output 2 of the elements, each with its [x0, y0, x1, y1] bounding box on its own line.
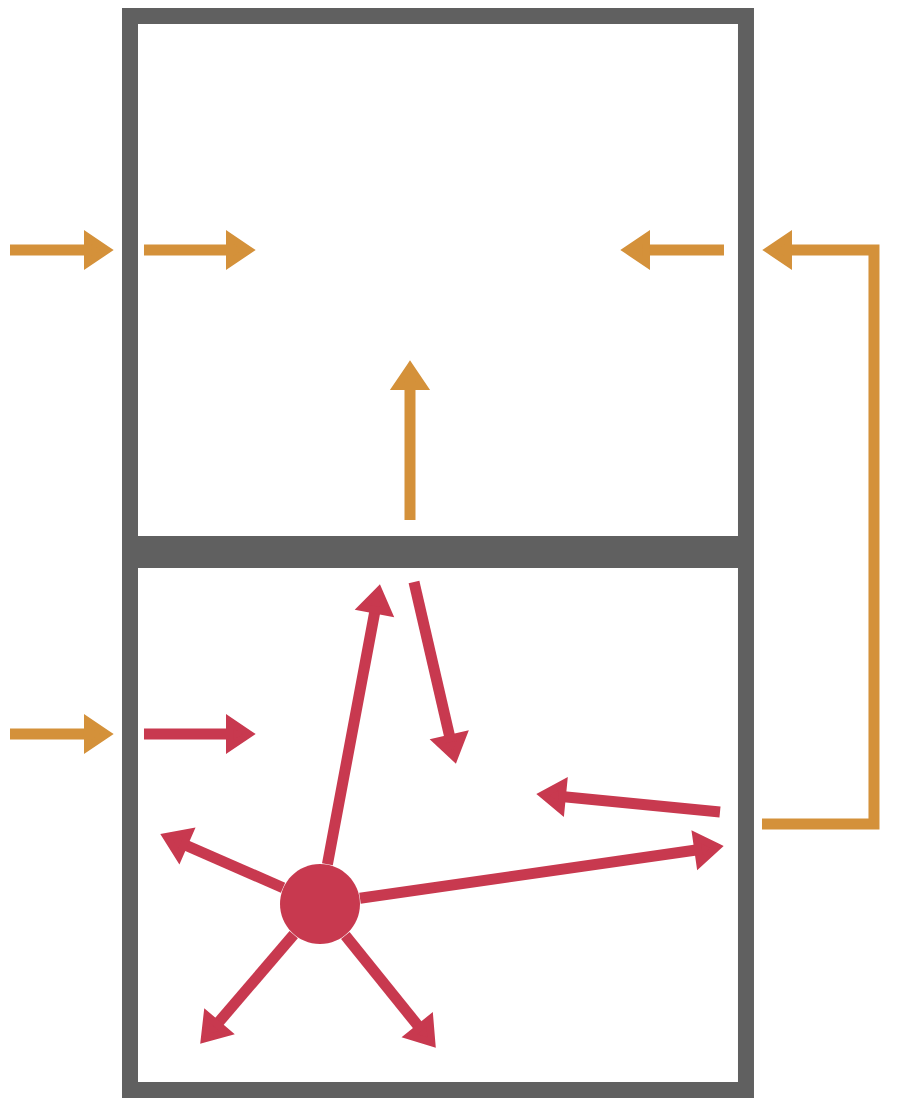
chamber-box [122, 8, 754, 552]
dot [280, 864, 360, 944]
